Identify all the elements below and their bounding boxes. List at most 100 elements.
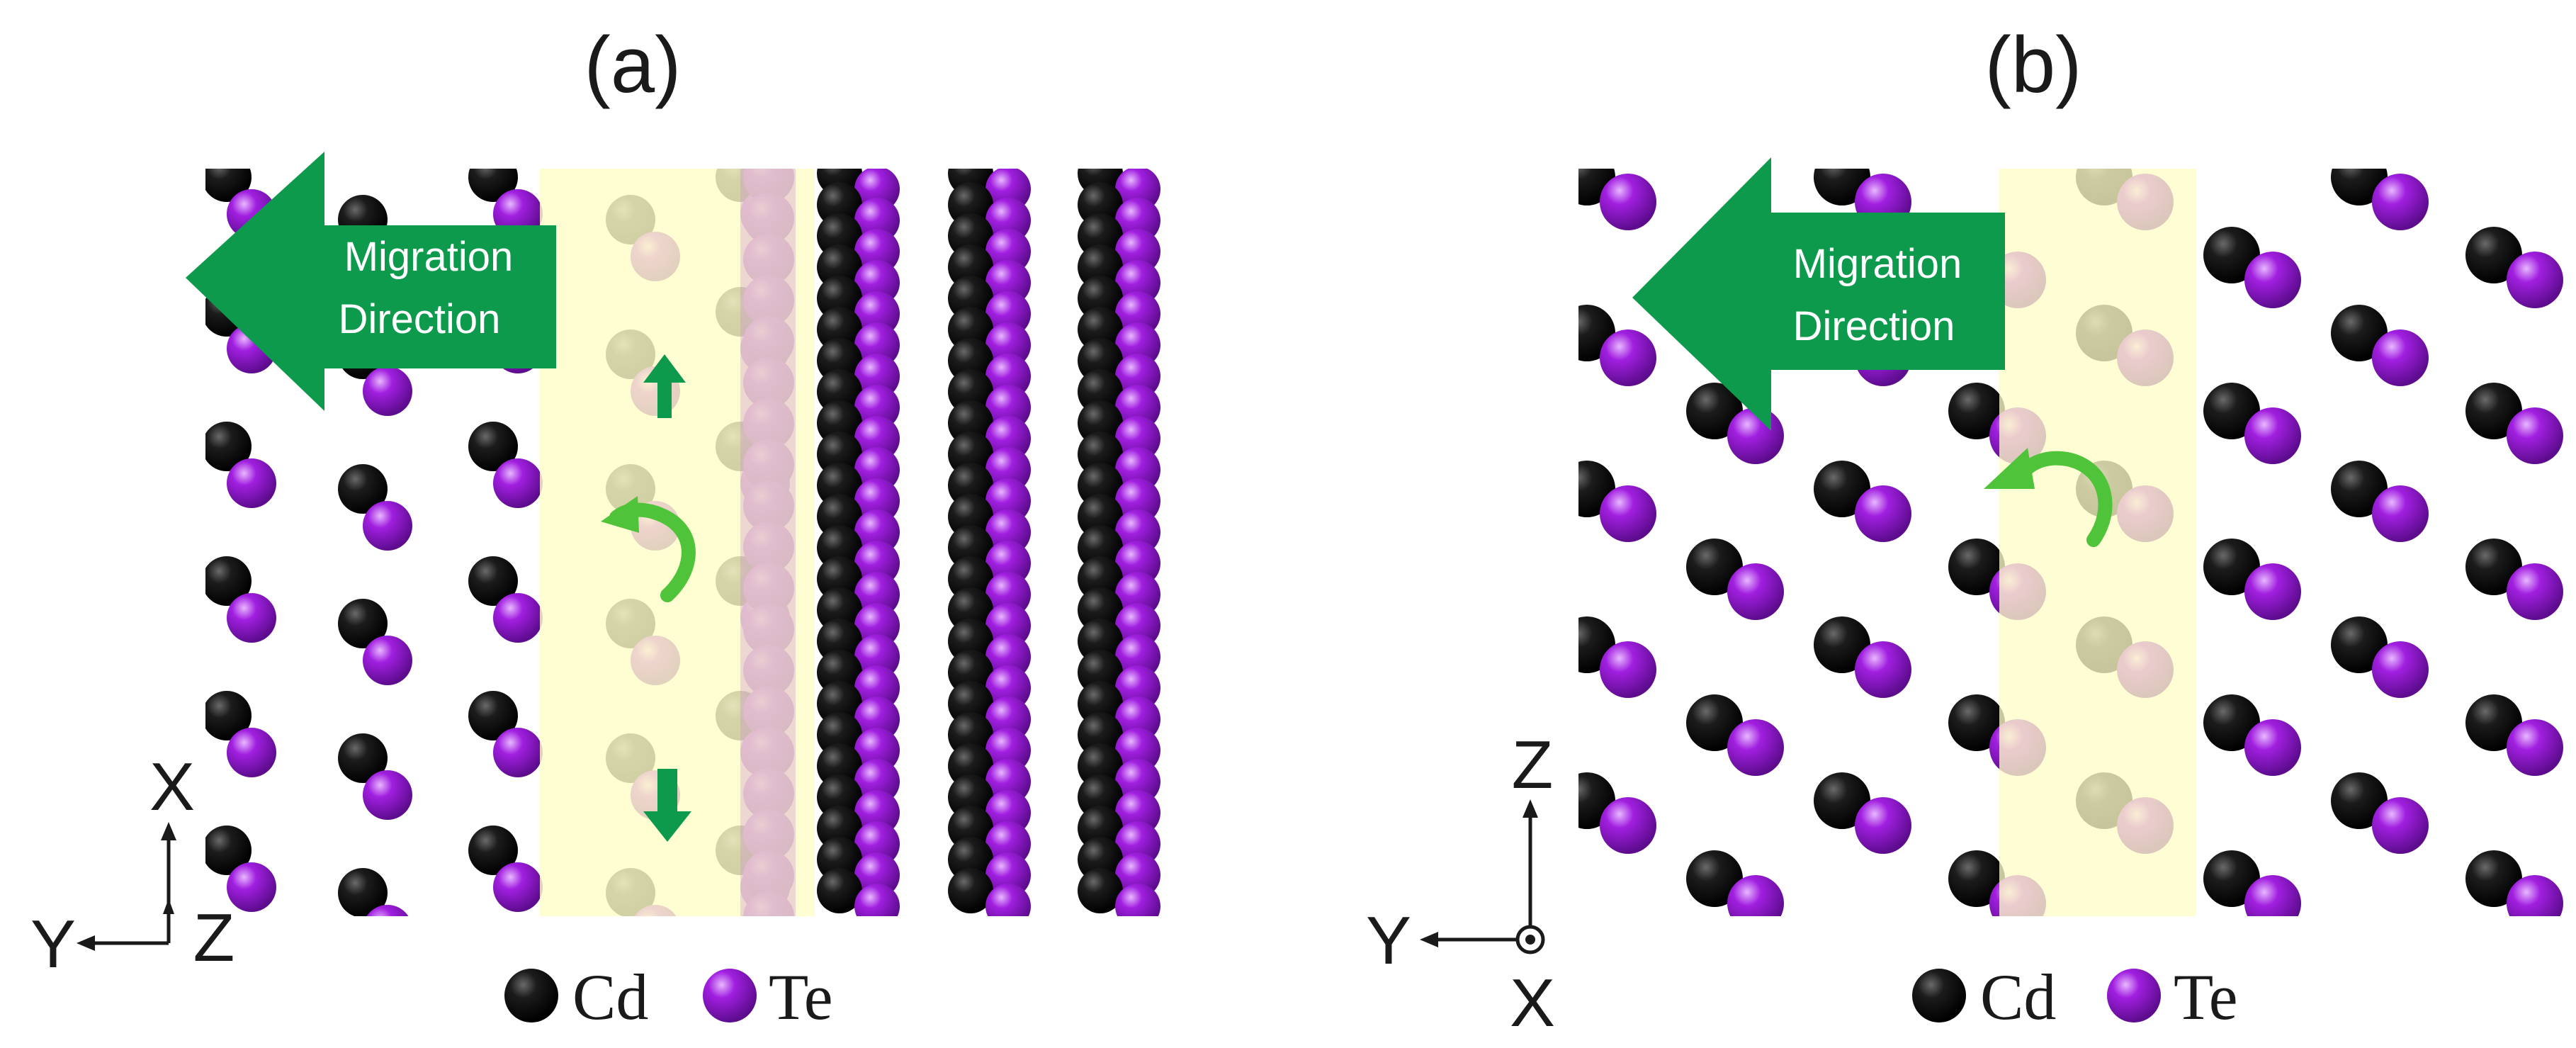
te-atom — [227, 728, 276, 777]
legend-cd-marker — [504, 969, 558, 1022]
cd-atom — [1686, 383, 1743, 439]
te-atom — [1115, 728, 1160, 773]
cd-atom — [817, 525, 862, 570]
cd-atom — [817, 712, 862, 757]
te-atom — [985, 229, 1031, 274]
cd-atom — [948, 213, 993, 259]
te-atom — [1600, 953, 1656, 1010]
panel-b-legend: Cd Te — [1912, 961, 2238, 1033]
te-atom — [2244, 875, 2301, 916]
te-atom — [985, 821, 1031, 867]
cd-atom — [948, 619, 993, 664]
te-atom — [854, 322, 900, 368]
te-atom — [854, 697, 900, 742]
te-atom — [1115, 759, 1160, 804]
cd-atom — [2465, 1006, 2522, 1048]
te-atom — [985, 416, 1031, 461]
te-atom — [985, 291, 1031, 337]
te-atom — [854, 291, 900, 337]
cd-atom — [1948, 383, 2005, 439]
te-atom — [1855, 953, 1911, 1010]
te-atom — [1989, 1031, 2046, 1048]
te-atom — [854, 728, 900, 773]
cd-atom — [948, 307, 993, 352]
cd-atom — [1948, 694, 2005, 751]
rotation-arrow-icon — [601, 496, 696, 602]
cd-atom — [817, 432, 862, 477]
cd-atom — [202, 18, 252, 67]
cd-atom — [948, 244, 993, 290]
panel-b-label: (b) — [1985, 21, 2082, 109]
te-atom — [227, 55, 276, 104]
te-atom — [985, 260, 1031, 305]
cd-atom — [948, 868, 993, 913]
te-atom — [985, 728, 1031, 773]
cd-atom — [817, 619, 862, 664]
cd-atom — [948, 837, 993, 882]
panel-a-axes — [77, 822, 176, 951]
te-atom — [1115, 322, 1160, 368]
cd-atom — [2203, 850, 2260, 907]
te-atom — [1727, 1031, 1784, 1048]
cd-atom — [817, 681, 862, 726]
te-atom — [2244, 252, 2301, 308]
cd-atom — [948, 774, 993, 820]
te-atom — [1727, 719, 1784, 776]
te-atom — [2372, 18, 2429, 74]
cd-atom — [338, 60, 388, 110]
te-atom — [1115, 260, 1160, 305]
te-atom — [985, 603, 1031, 648]
cd-atom — [205, 556, 252, 606]
te-atom — [985, 478, 1031, 524]
cd-atom — [1078, 868, 1123, 913]
te-atom — [985, 852, 1031, 898]
te-atom — [1855, 18, 1911, 74]
panel-a: (a) Migration Direction — [30, 18, 1160, 1033]
cd-atom — [1078, 400, 1123, 446]
te-atom — [2117, 18, 2174, 74]
cd-atom — [1814, 461, 1870, 517]
te-atom — [2507, 719, 2563, 776]
te-atom — [1115, 884, 1160, 916]
out-of-plane-axis-icon — [1515, 925, 1545, 954]
te-atom — [1115, 447, 1160, 492]
te-atom — [2372, 641, 2429, 698]
te-atom — [854, 665, 900, 711]
legend-te-label: Te — [2174, 961, 2238, 1033]
cd-atom — [948, 743, 993, 789]
cd-atom — [817, 463, 862, 508]
cd-atom — [817, 587, 862, 633]
te-atom — [1115, 198, 1160, 243]
te-atom — [1115, 852, 1160, 898]
cd-atom — [948, 712, 993, 757]
te-atom — [493, 593, 543, 643]
cd-atom — [2465, 227, 2522, 283]
cd-atom — [338, 868, 388, 916]
cd-atom — [2465, 383, 2522, 439]
axis-label-x: X — [149, 749, 195, 825]
cd-atom — [2465, 71, 2522, 128]
te-atom — [1600, 18, 1656, 74]
te-atom — [985, 322, 1031, 368]
cd-atom — [948, 494, 993, 539]
cd-atom — [948, 681, 993, 726]
te-atom — [2244, 96, 2301, 152]
cd-atom — [2203, 71, 2260, 128]
cd-atom — [1078, 244, 1123, 290]
cd-atom — [1078, 774, 1123, 820]
te-atom — [985, 541, 1031, 586]
cd-atom — [948, 525, 993, 570]
cd-atom — [205, 826, 252, 875]
axis-label-z: Z — [1512, 727, 1554, 803]
cd-atom — [2203, 694, 2260, 751]
migration-arrow-icon: Migration Direction — [1632, 157, 2005, 431]
cd-atom — [1078, 587, 1123, 633]
te-atom — [854, 759, 900, 804]
te-atom — [854, 603, 900, 648]
te-atom — [854, 821, 900, 867]
cd-atom — [817, 650, 862, 695]
migration-label-line2: Direction — [339, 296, 501, 342]
cd-atom — [948, 400, 993, 446]
cd-atom — [1686, 694, 1743, 751]
